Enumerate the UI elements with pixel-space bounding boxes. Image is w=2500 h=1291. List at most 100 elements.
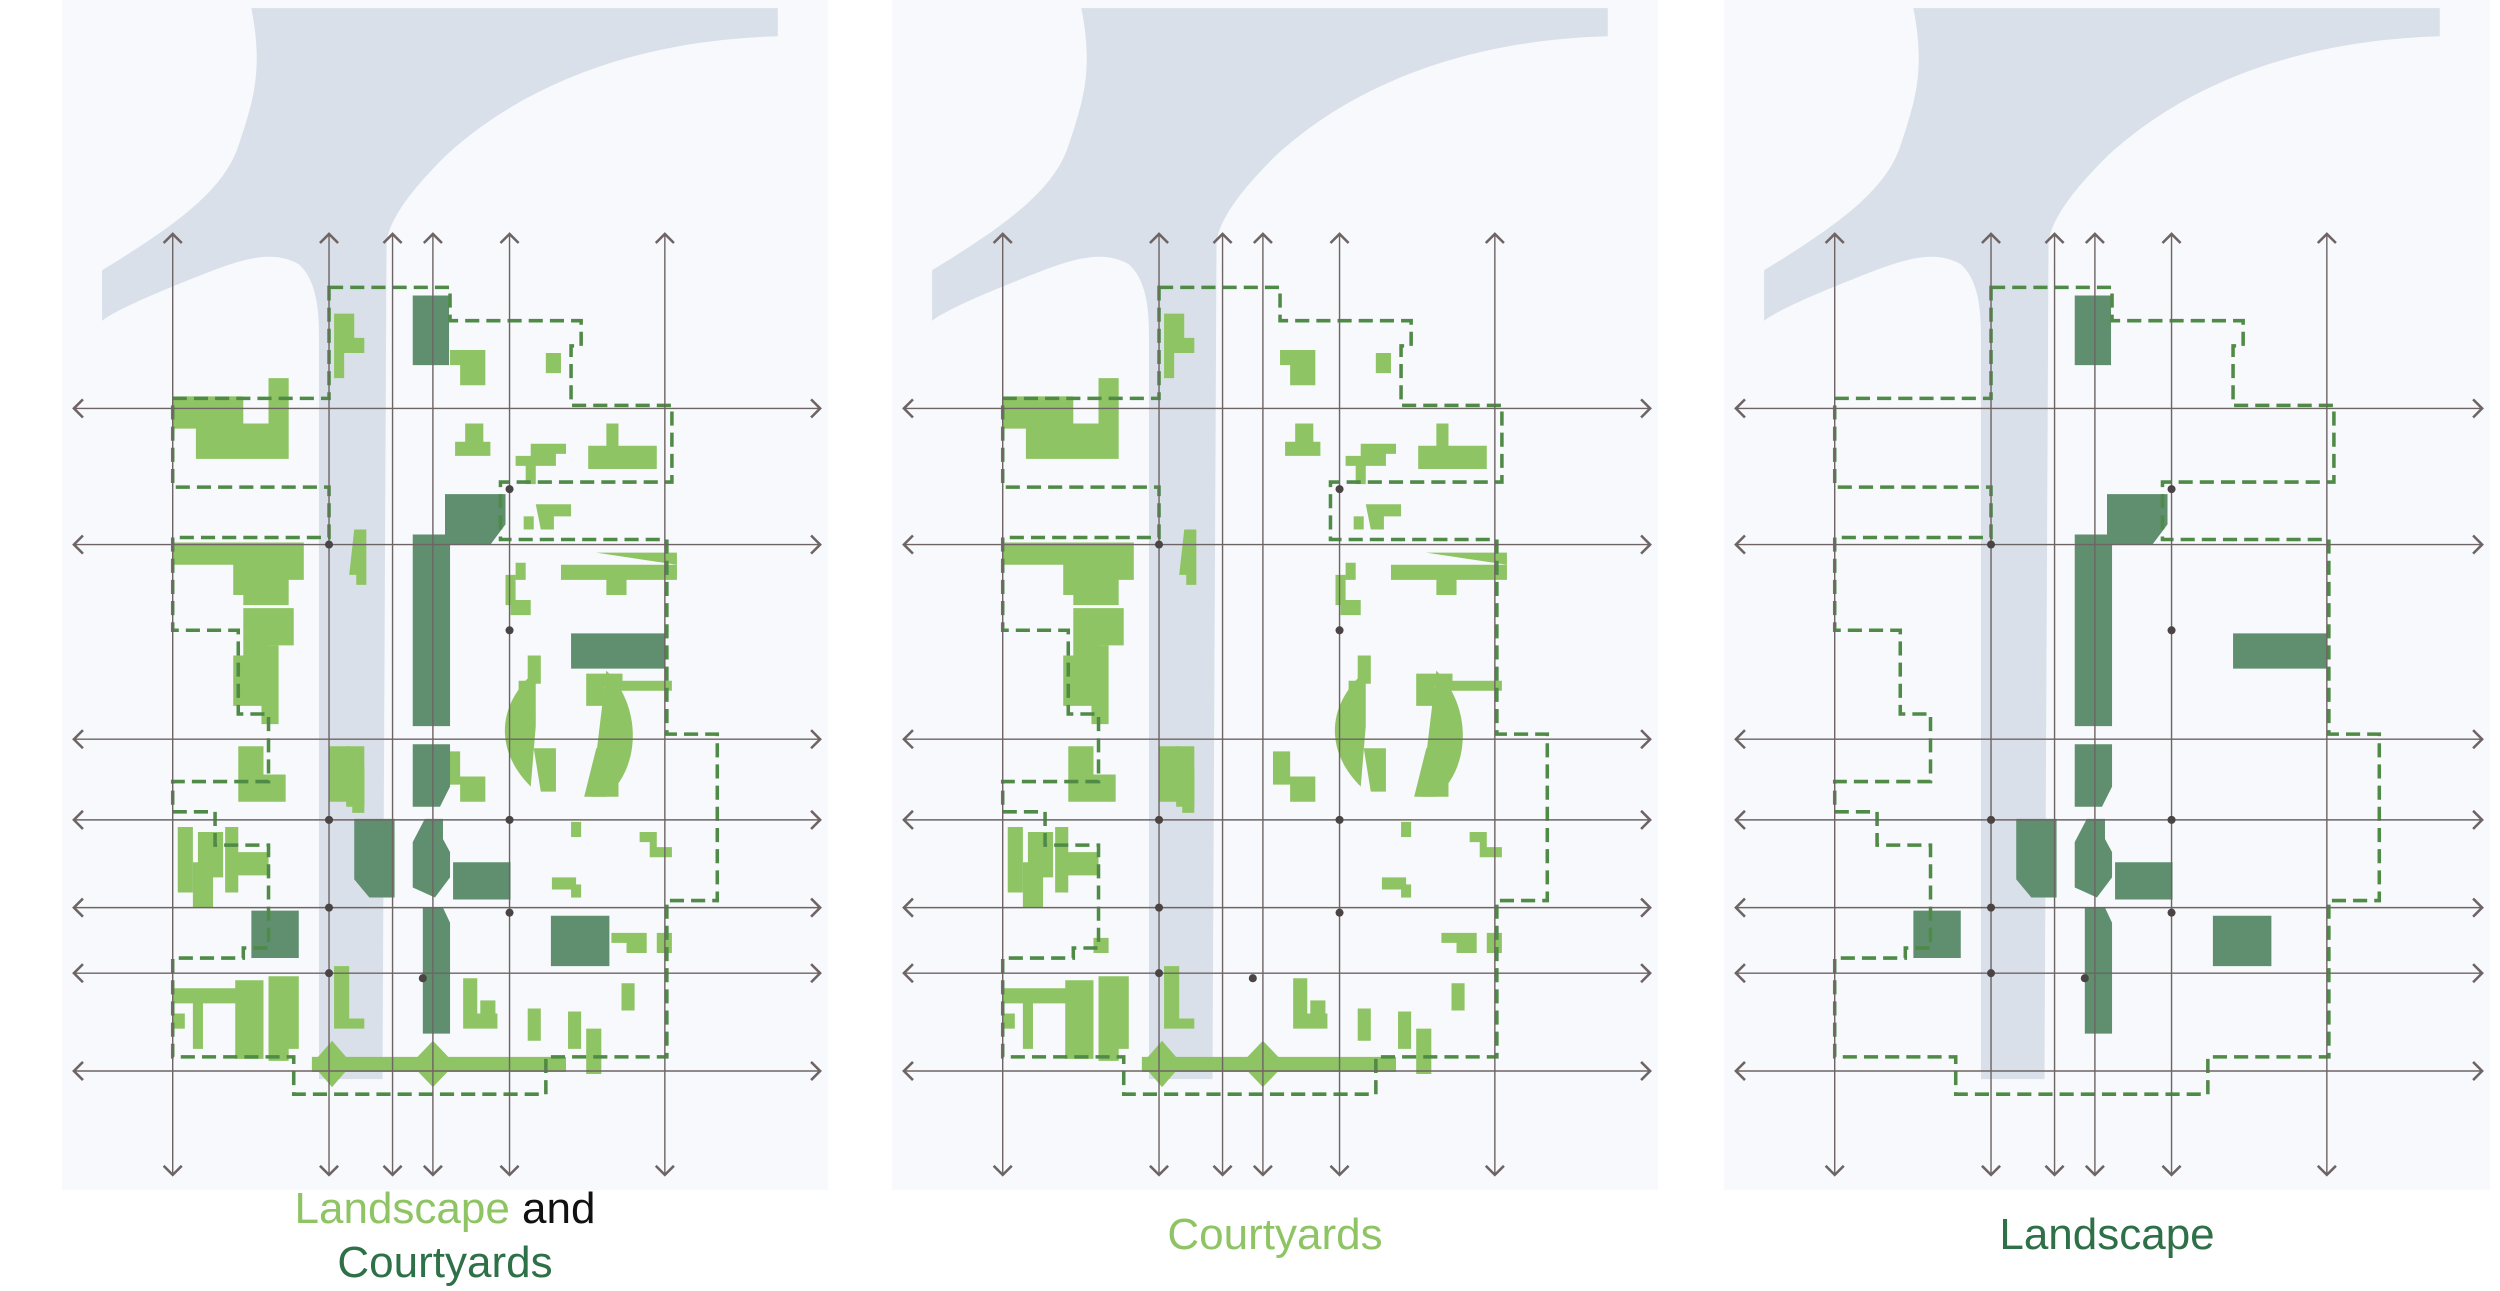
junction-dot xyxy=(324,540,334,549)
landscape-patch xyxy=(571,633,665,669)
courtyard-patch xyxy=(172,542,304,595)
arrowhead-icon xyxy=(2044,232,2065,244)
courtyard-patch xyxy=(1451,983,1465,1011)
arrowhead-icon xyxy=(2084,1164,2105,1177)
courtyard-patch xyxy=(621,983,635,1011)
landscape-patch xyxy=(251,910,299,959)
diagram-combined xyxy=(61,0,829,1190)
diagram-landscape xyxy=(1723,0,2491,1190)
arrowhead-icon xyxy=(499,232,520,244)
arrowhead-icon xyxy=(1149,232,1169,244)
junction-dot xyxy=(1986,815,1996,824)
junction-dot xyxy=(1248,974,1257,983)
courtyard-patch xyxy=(450,349,486,386)
arrowhead-icon xyxy=(1824,1164,1845,1177)
arrowhead-icon xyxy=(1824,232,1845,244)
courtyard-patch xyxy=(1285,423,1321,456)
arrowhead-icon xyxy=(1640,1061,1652,1081)
diamond-node xyxy=(311,1040,353,1088)
courtyard-patch xyxy=(1401,821,1412,838)
courtyard-patch xyxy=(1416,1028,1432,1075)
courtyard-patch xyxy=(1063,655,1094,706)
junction-dot xyxy=(2167,626,2176,635)
courtyard-patch xyxy=(560,564,677,595)
arrowhead-icon xyxy=(1981,1164,2001,1177)
junction-dot xyxy=(1335,485,1344,494)
arrowhead-icon xyxy=(810,534,822,555)
arrowhead-icon xyxy=(1484,232,1505,244)
courtyard-patch xyxy=(515,443,567,485)
panel-landscape xyxy=(1722,0,2492,1190)
courtyard-patch xyxy=(349,529,367,585)
junction-dot xyxy=(1154,540,1164,549)
arrowhead-icon xyxy=(2084,232,2105,244)
arrowhead-icon xyxy=(72,1061,84,1081)
landscape-patch xyxy=(412,744,451,807)
arrowhead-icon xyxy=(902,398,914,419)
arrowhead-icon xyxy=(902,534,914,555)
courtyard-patch xyxy=(1164,966,1195,1029)
courtyard-patch xyxy=(515,562,526,580)
landscape-patch xyxy=(453,862,511,900)
arrowhead-icon xyxy=(1329,1164,1350,1177)
arrowhead-icon xyxy=(902,809,914,830)
courtyard-patch xyxy=(1073,608,1124,666)
arrowhead-icon xyxy=(162,1164,183,1177)
arrowhead-icon xyxy=(902,729,914,750)
courtyard-patch xyxy=(268,976,299,1061)
courtyard-patch xyxy=(584,748,619,797)
arrowhead-icon xyxy=(992,1164,1013,1177)
arrowhead-icon xyxy=(1212,232,1233,244)
caption-combined: Landscape and Courtyards xyxy=(60,1182,830,1290)
courtyard-patch xyxy=(1444,680,1502,691)
courtyard-patch xyxy=(545,352,561,374)
arrowhead-icon xyxy=(2472,897,2484,918)
arrowhead-icon xyxy=(2316,1164,2337,1177)
courtyard-patch xyxy=(1365,504,1402,530)
arrowhead-icon xyxy=(902,1061,914,1081)
courtyard-patch xyxy=(1398,1011,1412,1049)
arrowhead-icon xyxy=(382,1164,403,1177)
courtyard-patch xyxy=(1293,978,1328,1029)
landscape-patch xyxy=(354,818,395,898)
arrowhead-icon xyxy=(654,232,675,244)
courtyard-patch xyxy=(334,966,365,1029)
courtyard-patch xyxy=(1164,313,1195,379)
arrowhead-icon xyxy=(902,897,914,918)
courtyard-patch xyxy=(334,313,365,379)
courtyard-patch xyxy=(614,680,672,691)
courtyard-patch xyxy=(1335,574,1346,606)
courtyard-patch xyxy=(523,516,534,530)
courtyard-patch xyxy=(1334,670,1366,787)
arrowhead-icon xyxy=(72,398,84,419)
junction-dot xyxy=(1335,626,1344,635)
arrowhead-icon xyxy=(810,897,822,918)
arrowhead-icon xyxy=(1252,1164,1273,1177)
arrowhead-icon xyxy=(1640,963,1652,984)
courtyard-patch xyxy=(1068,746,1116,802)
arrowhead-icon xyxy=(810,729,822,750)
diagram-courtyards xyxy=(891,0,1659,1190)
junction-dot xyxy=(1986,903,1996,912)
courtyard-patch xyxy=(505,574,516,606)
courtyard-patch xyxy=(172,1013,185,1029)
courtyard-patch xyxy=(177,826,193,893)
courtyard-patch xyxy=(243,608,294,666)
landscape-patch xyxy=(2115,862,2173,900)
courtyard-patch xyxy=(1073,574,1119,606)
courtyard-patch xyxy=(1353,516,1364,530)
landscape-patch xyxy=(2074,818,2113,898)
junction-dot xyxy=(1986,540,1996,549)
arrowhead-icon xyxy=(810,809,822,830)
courtyard-patch xyxy=(1002,542,1134,595)
arrowhead-icon xyxy=(1734,729,1746,750)
courtyard-patch xyxy=(1179,529,1197,585)
arrowhead-icon xyxy=(72,809,84,830)
arrowhead-icon xyxy=(1329,232,1350,244)
courtyard-patch xyxy=(586,1028,602,1075)
courtyard-patch xyxy=(243,574,289,606)
arrowhead-icon xyxy=(654,1164,675,1177)
courtyard-patch xyxy=(639,831,672,858)
courtyard-patch xyxy=(1098,976,1129,1061)
junction-dot xyxy=(1335,908,1344,917)
